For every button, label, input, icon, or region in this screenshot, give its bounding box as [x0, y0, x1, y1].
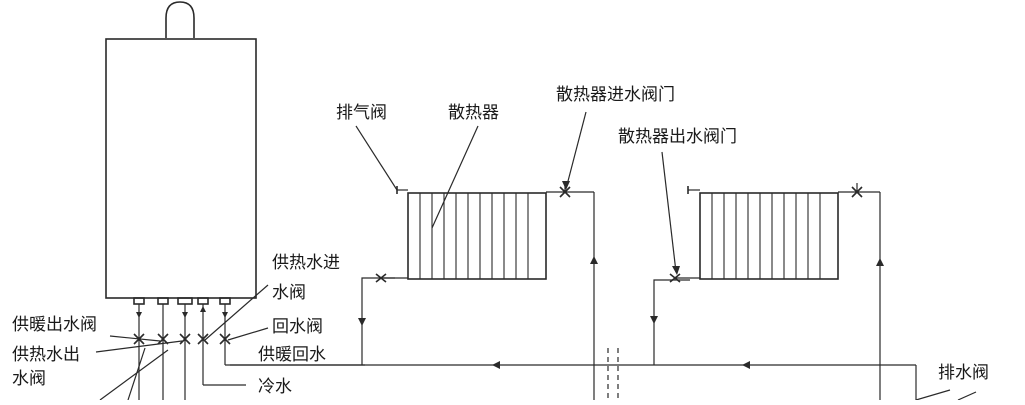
radiator-1-fins — [419, 193, 529, 279]
pipe-break-symbol — [607, 348, 619, 400]
boiler-flue — [165, 1, 195, 38]
label-hot-water-outlet-1: 供热水出 — [12, 345, 80, 365]
label-hot-water-inlet-2: 水阀 — [272, 283, 306, 303]
boiler-valve-row — [133, 333, 231, 345]
label-return-valve: 回水阀 — [272, 317, 323, 337]
radiator-1 — [375, 183, 598, 400]
label-heating-outlet-valve: 供暖出水阀 — [12, 315, 97, 335]
wall-hung-boiler — [105, 38, 257, 305]
radiator-2-fins — [711, 193, 821, 279]
radiator-2-leaders — [661, 151, 680, 275]
label-heating-return: 供暖回水 — [258, 345, 326, 365]
label-exhaust-valve: 排气阀 — [336, 103, 387, 123]
label-radiator: 散热器 — [448, 103, 499, 123]
label-radiator-outlet-valve: 散热器出水阀门 — [618, 127, 737, 147]
supply-pipe-radiator-2 — [650, 279, 690, 365]
label-drain-valve: 排水阀 — [938, 363, 989, 383]
label-cold-water: 冷水 — [258, 377, 292, 397]
main-return-pipe — [230, 361, 917, 400]
label-radiator-inlet-valve: 散热器进水阀门 — [556, 85, 675, 105]
radiator-2 — [669, 183, 884, 400]
label-hot-water-inlet-1: 供热水进 — [272, 253, 340, 273]
boiler-outlet-pipes — [136, 304, 228, 400]
drain-valve-leader — [915, 389, 977, 401]
boiler-leader-lines — [95, 284, 269, 401]
label-hot-water-outlet-2: 水阀 — [12, 369, 46, 389]
radiator-1-leaders — [355, 111, 587, 229]
